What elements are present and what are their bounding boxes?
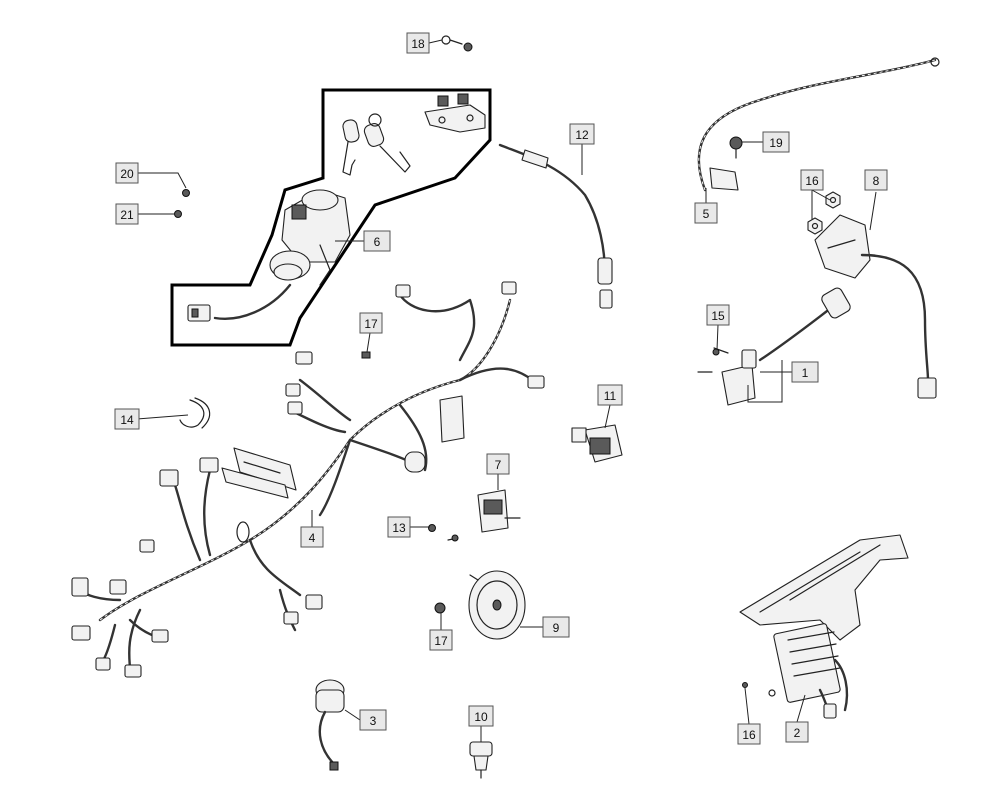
callout-8-label: 8 [873, 174, 880, 188]
callout-18: 18 [406, 32, 430, 54]
switch-part-7 [477, 489, 521, 533]
ignition-keys [342, 113, 411, 176]
callout-16-upper: 16 [800, 169, 824, 191]
screw-part-17-upper [361, 351, 371, 359]
callout-3-label: 3 [370, 714, 377, 728]
callout-17-upper-label: 17 [364, 317, 378, 331]
screw-part-15 [712, 348, 720, 356]
bracket-and-regulator-part-2 [739, 534, 909, 719]
socket-part-3 [315, 679, 345, 771]
callout-5: 5 [694, 202, 718, 224]
callout-21-label: 21 [120, 208, 134, 222]
callout-1: 1 [791, 361, 819, 383]
nut-part-16-upper [807, 191, 841, 235]
screw-part-18 [441, 35, 473, 52]
callout-18-label: 18 [411, 37, 425, 51]
callout-19: 19 [762, 131, 790, 153]
relay-part-11 [571, 424, 623, 463]
callout-12-label: 12 [575, 128, 589, 142]
callout-16-upper-label: 16 [805, 174, 819, 188]
callout-16-lower: 16 [737, 723, 761, 745]
callout-15-label: 15 [711, 309, 725, 323]
callout-16-lower-label: 16 [742, 728, 756, 742]
callout-7-label: 7 [495, 458, 502, 472]
callout-14: 14 [114, 408, 140, 430]
callout-21: 21 [115, 203, 139, 225]
callout-11-label: 11 [604, 389, 617, 403]
callout-6-label: 6 [374, 235, 381, 249]
callout-4: 4 [300, 526, 324, 548]
sensor-part-8 [814, 214, 937, 399]
ignition-switch-body [187, 189, 351, 322]
callout-6: 6 [363, 230, 391, 252]
callout-11: 11 [597, 384, 623, 406]
callout-4-label: 4 [309, 531, 316, 545]
callout-3: 3 [359, 709, 387, 731]
callout-5-label: 5 [703, 207, 710, 221]
callout-8: 8 [864, 169, 888, 191]
callout-14-label: 14 [120, 413, 134, 427]
callout-13-label: 13 [392, 521, 406, 535]
bolt-part-19 [729, 136, 743, 159]
callout-20: 20 [115, 162, 139, 184]
callout-1-label: 1 [802, 366, 809, 380]
screw-part-13 [428, 524, 459, 542]
ignition-switch-set-group [170, 88, 492, 347]
callout-12: 12 [569, 123, 595, 145]
wire-part-5 [697, 57, 940, 192]
callout-10: 10 [468, 705, 494, 727]
horn-part-9 [468, 570, 526, 640]
callout-7: 7 [486, 453, 510, 475]
ignition-coil-part-1 [697, 287, 851, 406]
callout-13: 13 [387, 516, 411, 538]
callout-20-label: 20 [120, 167, 134, 181]
callout-17-lower: 17 [429, 629, 453, 651]
callout-2-label: 2 [794, 726, 801, 740]
callout-10-label: 10 [474, 710, 488, 724]
clip-part-14 [179, 397, 211, 429]
kit-outline [170, 88, 492, 347]
cable-part-12 [498, 143, 613, 309]
screw-part-21 [174, 210, 182, 218]
screw-part-17-lower [434, 602, 446, 614]
wiring-harness-part-4 [71, 281, 545, 678]
callout-17-lower-label: 17 [434, 634, 448, 648]
sensor-part-10 [469, 741, 493, 779]
lock-bracket [424, 93, 486, 133]
callout-9: 9 [542, 616, 570, 638]
screw-part-20 [182, 189, 190, 197]
callout-2: 2 [785, 721, 809, 743]
callout-15: 15 [706, 304, 730, 326]
callout-9-label: 9 [553, 621, 560, 635]
callout-19-label: 19 [769, 136, 783, 150]
callout-17-upper: 17 [359, 312, 383, 334]
